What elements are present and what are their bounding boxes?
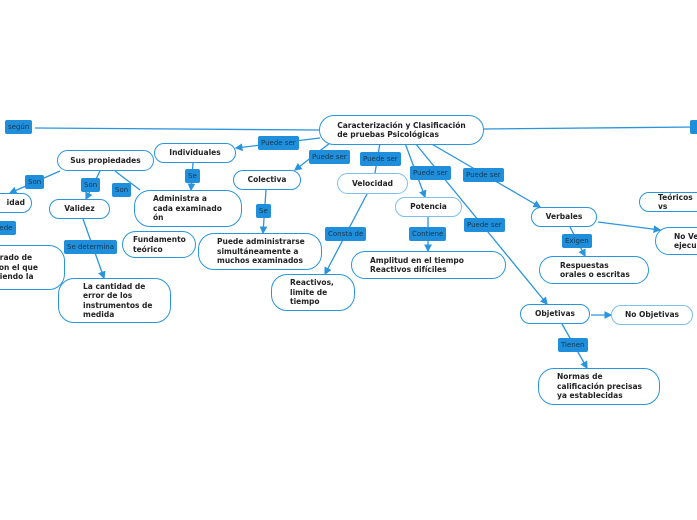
node-velocidad[interactable]: Velocidad	[337, 173, 408, 194]
node-puede-administrarse[interactable]: Puede administrarse simultáneamente a mu…	[198, 233, 322, 270]
label-right-partial	[690, 120, 697, 134]
node-amplitud[interactable]: Amplitud en el tiempo Reactivos difícile…	[351, 251, 506, 279]
label-puede-ser: Puede ser	[258, 136, 299, 150]
label-exigen: Exigen	[562, 234, 592, 248]
label-son: Son	[81, 178, 101, 192]
node-validez[interactable]: Validez	[49, 199, 110, 219]
node-respuestas[interactable]: Respuestas orales o escritas	[539, 256, 649, 284]
label-segun: según	[5, 120, 33, 134]
label-puede-ser: Puede ser	[463, 168, 504, 182]
node-no-objetivas[interactable]: No Objetivas	[611, 305, 693, 325]
label-puede-ser: Puede ser	[464, 218, 505, 232]
node-individuales[interactable]: Individuales	[154, 143, 236, 163]
label-puede-ser: Puede ser	[360, 152, 401, 166]
node-fundamento-teorico[interactable]: Fundamento teórico	[122, 231, 196, 258]
label-son: Son	[112, 183, 132, 197]
node-reactivos-limite[interactable]: Reactivos, limite de tiempo	[271, 274, 355, 311]
node-colectiva[interactable]: Colectiva	[233, 170, 301, 190]
label-se: Se	[185, 169, 200, 183]
node-teoricos[interactable]: Teóricos vs	[639, 192, 697, 212]
label-se-determina: Se determina	[64, 240, 118, 254]
root-node[interactable]: Caracterización y Clasificación de prueb…	[319, 115, 484, 145]
node-normas[interactable]: Normas de calificación precisas ya estab…	[538, 368, 660, 405]
label-contiene: Contiene	[409, 227, 447, 241]
node-administra[interactable]: Administra a cada examinado ón	[134, 190, 242, 227]
node-no-verbales[interactable]: No Ve ejecu	[655, 227, 697, 255]
node-potencia[interactable]: Potencia	[395, 197, 462, 217]
label-puede-ser: Puede ser	[410, 166, 451, 180]
node-objetivas[interactable]: Objetivas	[520, 304, 590, 324]
node-sus-propiedades[interactable]: Sus propiedades	[57, 150, 154, 171]
label-consta-de: Consta de	[325, 227, 367, 241]
node-cantidad-error[interactable]: La cantidad de error de los instrumentos…	[58, 278, 171, 323]
node-verbales[interactable]: Verbales	[531, 207, 597, 227]
label-son: Son	[25, 175, 45, 189]
label-puede: uede	[0, 221, 16, 235]
node-grado[interactable]: grado de con el que diendo la	[0, 245, 65, 290]
node-confiabilidad[interactable]: idad	[0, 193, 32, 213]
label-tienen: Tienen	[558, 338, 588, 352]
label-puede-ser: Puede ser	[309, 150, 350, 164]
label-se: Se	[256, 204, 271, 218]
